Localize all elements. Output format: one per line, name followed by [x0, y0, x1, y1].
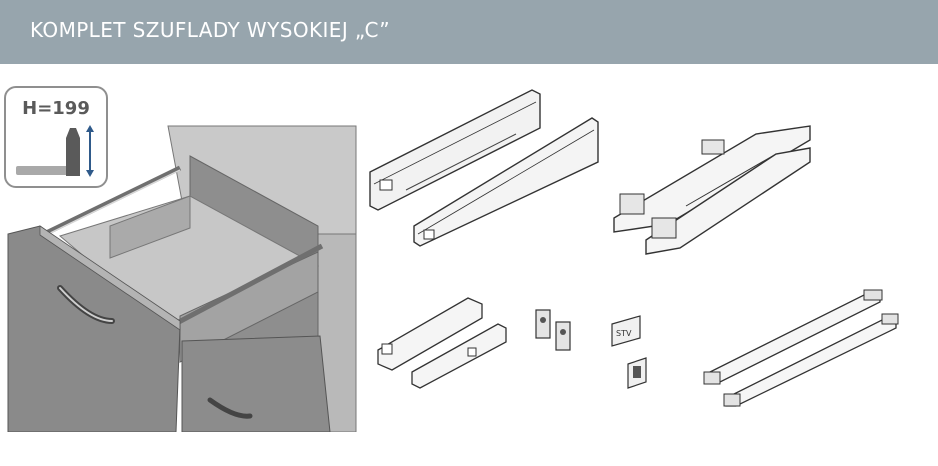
drawer-side-icon	[16, 125, 94, 177]
drawer-sides-illustration	[369, 89, 599, 247]
height-badge: H=199	[4, 86, 108, 188]
caps-illustration: STV	[611, 315, 647, 389]
header-bar: KOMPLET SZUFLADY WYSOKIEJ „C”	[0, 0, 938, 64]
height-label: H=199	[22, 98, 90, 119]
locking-devices-illustration	[535, 309, 571, 351]
height-arrow-icon	[86, 125, 94, 177]
stv-cap-label: STV	[616, 329, 632, 338]
front-brackets-illustration	[377, 297, 507, 389]
cabinet-drawer-illustration	[7, 125, 357, 432]
page-title: KOMPLET SZUFLADY WYSOKIEJ „C”	[30, 18, 391, 42]
runners-illustration	[613, 125, 811, 255]
rails-illustration	[703, 289, 899, 407]
